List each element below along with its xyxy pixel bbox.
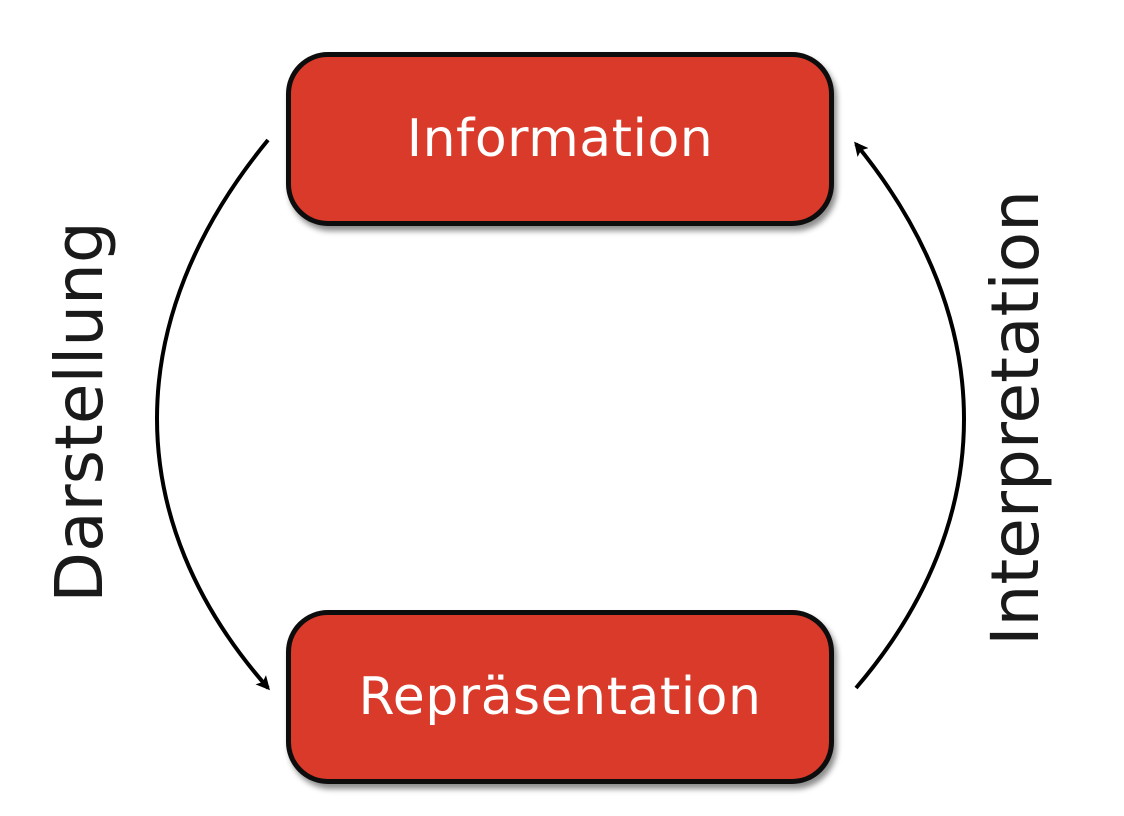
information-node-label: Information: [406, 109, 714, 169]
arrow-information-to-representation: [155, 138, 270, 691]
information-node: Information: [286, 52, 834, 226]
representation-node-label: Repräsentation: [358, 667, 762, 727]
interpretation-label: Interpretation: [977, 190, 1054, 646]
arrow-representation-to-information: [854, 141, 966, 690]
representation-node: Repräsentation: [286, 610, 834, 784]
darstellung-label: Darstellung: [41, 221, 118, 603]
